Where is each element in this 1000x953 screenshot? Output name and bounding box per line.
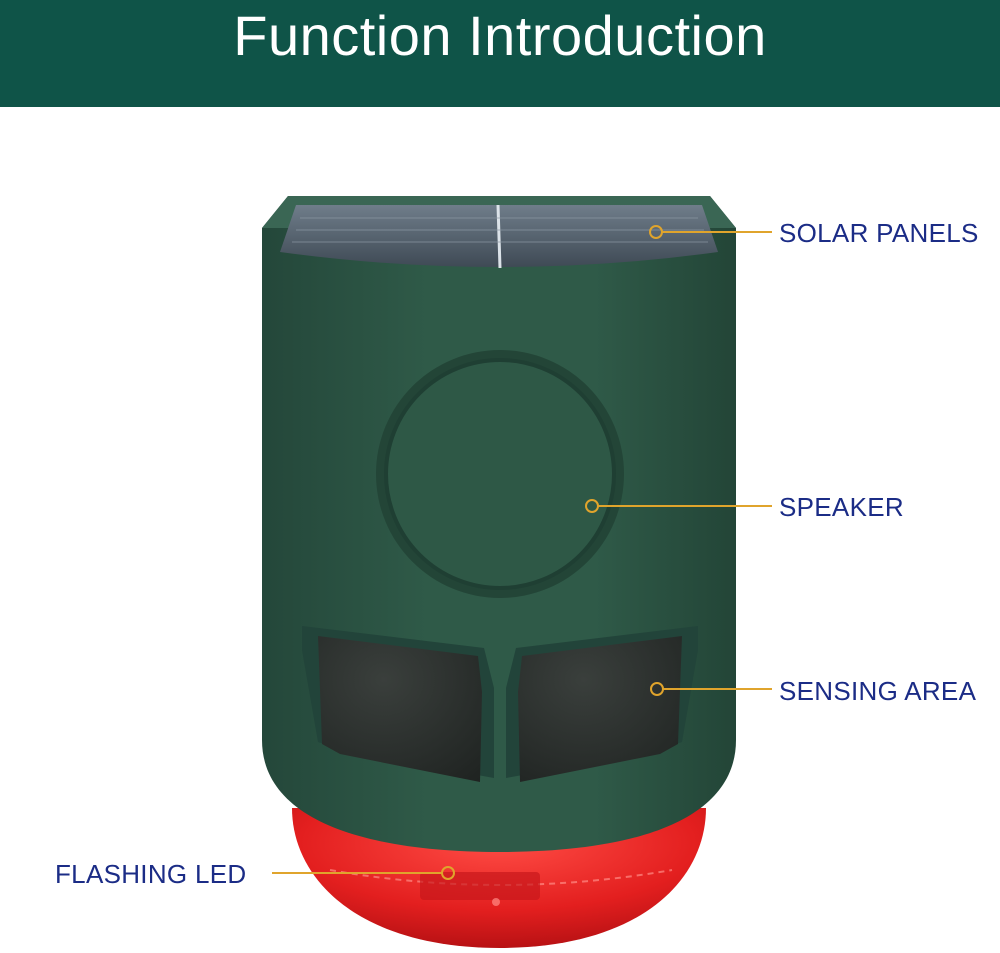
sensing-windows	[302, 626, 698, 782]
callout-flashing-led: FLASHING LED	[55, 859, 247, 889]
callout-solar-panels: SOLAR PANELS	[779, 218, 979, 248]
solar-panel	[280, 204, 718, 269]
callout-speaker: SPEAKER	[779, 492, 904, 522]
callout-leader-lines	[272, 225, 772, 880]
page-title: Function Introduction	[233, 4, 767, 68]
speaker-grille	[376, 350, 624, 598]
title-banner: Function Introduction	[0, 0, 1000, 107]
callout-sensing-area: SENSING AREA	[779, 676, 977, 706]
